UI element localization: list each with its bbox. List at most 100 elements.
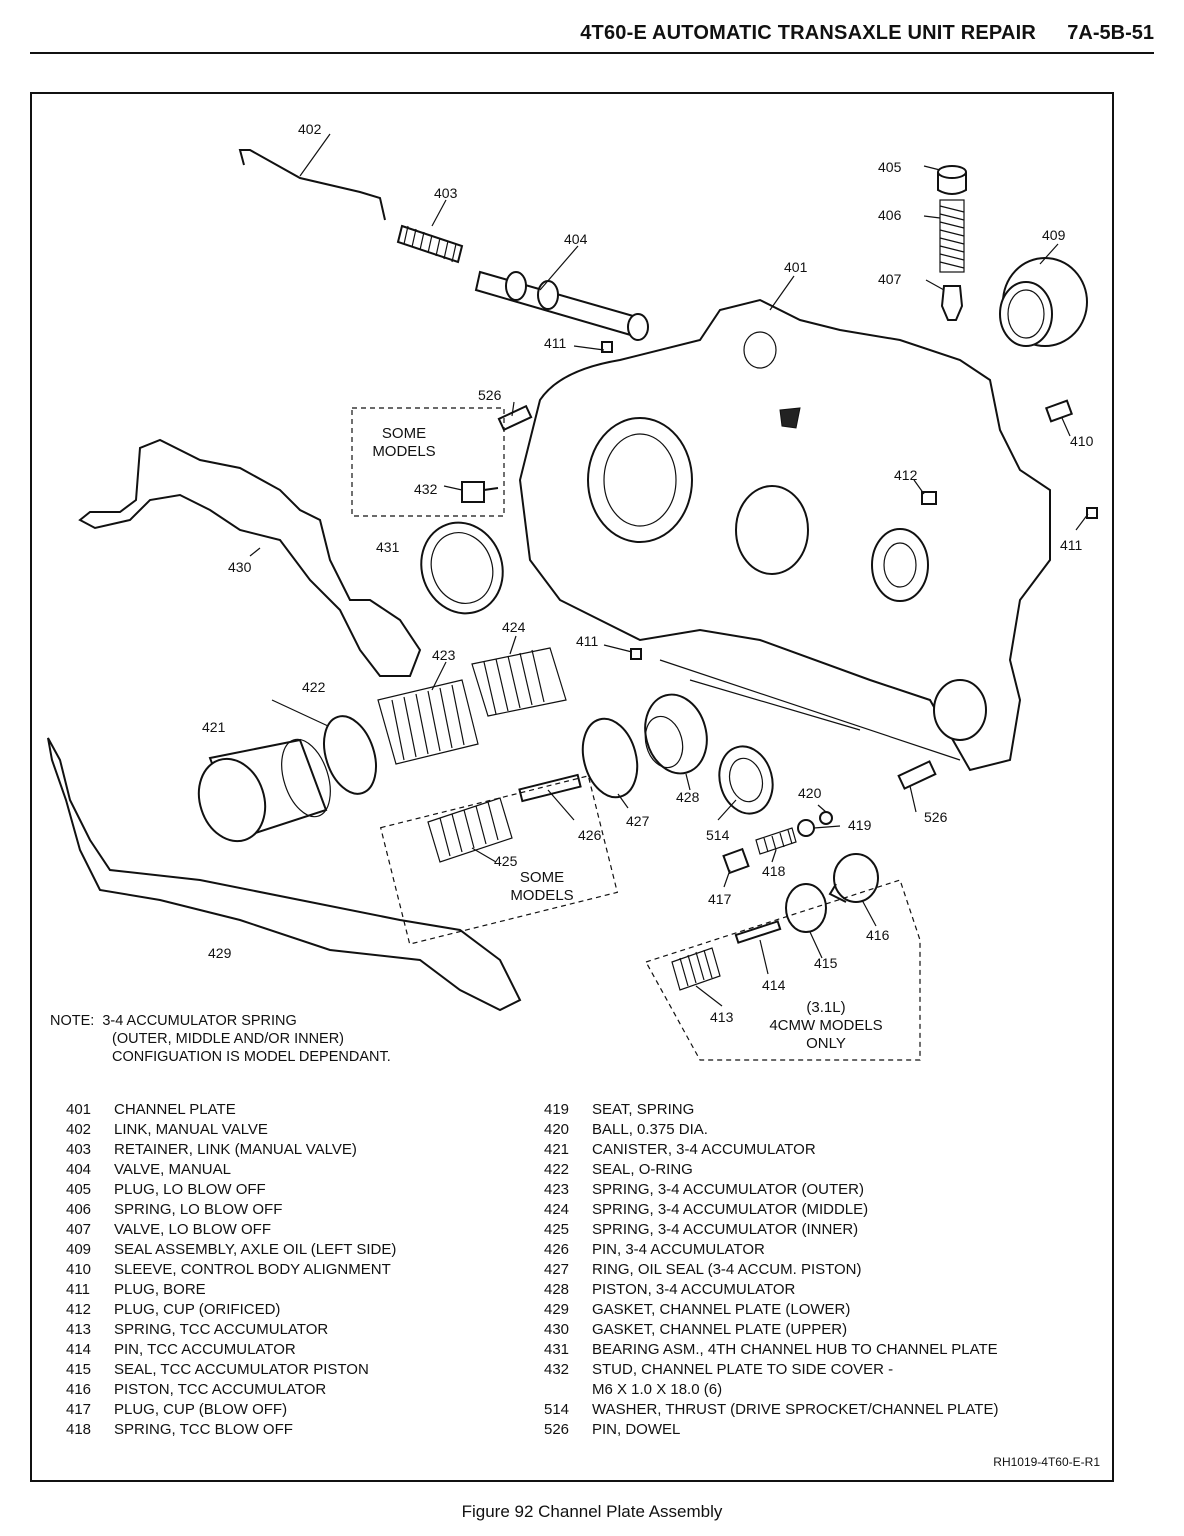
callout-420: 420 [798,785,822,801]
figure-caption: Figure 92 Channel Plate Assembly [461,1502,723,1521]
legend-num: 424 [544,1201,570,1218]
part-404-manual-valve [474,270,649,341]
callout-402: 402 [298,121,322,137]
legend-desc: VALVE, MANUAL [114,1161,231,1178]
legend-desc: SEAT, SPRING [592,1101,695,1118]
legend-desc: GASKET, CHANNEL PLATE (UPPER) [592,1321,848,1338]
legend-num: 405 [66,1181,92,1198]
legend-desc: STUD, CHANNEL PLATE TO SIDE COVER - [592,1361,894,1378]
legend-desc: M6 X 1.0 X 18.0 (6) [592,1381,723,1398]
legend-desc: PIN, DOWEL [592,1421,681,1438]
part-514-thrust-washer [718,745,774,815]
legend-desc: VALVE, LO BLOW OFF [114,1221,271,1238]
legend-desc: PLUG, BORE [114,1281,206,1298]
callout-426: 426 [578,827,602,843]
legend-desc: SEAL, TCC ACCUMULATOR PISTON [114,1361,369,1378]
callout-429: 429 [208,945,232,961]
legend-num: 421 [544,1141,570,1158]
legend-row: 405 PLUG, LO BLOW OFF [66,1180,526,1200]
legend-desc: BEARING ASM., 4TH CHANNEL HUB TO CHANNEL… [592,1341,998,1358]
legend-num: 514 [544,1401,570,1418]
legend-desc: PLUG, LO BLOW OFF [114,1181,266,1198]
legend-num: 425 [544,1221,570,1238]
legend-row: 417 PLUG, CUP (BLOW OFF) [66,1400,526,1420]
legend-row: 526 PIN, DOWEL [544,1420,1104,1440]
some-models-label-1-line2: MODELS [372,443,435,460]
legend-num: 427 [544,1261,570,1278]
some-models-label-2-line1: SOME [520,869,564,886]
legend-num: 417 [66,1401,92,1418]
legend-num: 432 [544,1361,570,1378]
legend-num: 416 [66,1381,92,1398]
part-411-plug-middle [630,648,642,660]
callout-410: 410 [1070,433,1094,449]
callout-430: 430 [228,559,252,575]
part-416-piston [828,853,879,903]
callout-423: 423 [432,647,456,663]
figure-frame [30,92,1114,1482]
legend-num: 409 [66,1241,92,1258]
callout-418: 418 [762,863,786,879]
callout-403: 403 [434,185,458,201]
models-bracket-box [645,879,921,1061]
part-420-ball [819,811,833,825]
callout-428: 428 [676,789,700,805]
legend-num: 430 [544,1321,570,1338]
callout-404: 404 [564,231,588,247]
some-models-box-1 [351,407,505,517]
some-models-box-2 [379,775,619,945]
legend-num: 413 [66,1321,92,1338]
part-430-upper-gasket [78,438,422,677]
some-models-label-1-line1: SOME [382,425,426,442]
leader-lines [249,133,1089,1007]
part-419-spring-seat [797,819,815,837]
callout-417: 417 [708,891,732,907]
legend-num: 526 [544,1421,570,1438]
callout-425: 425 [494,853,518,869]
legend-num: 403 [66,1141,92,1158]
legend-num: 410 [66,1261,92,1278]
legend-desc: CHANNEL PLATE [114,1101,236,1118]
legend-desc: PLUG, CUP (BLOW OFF) [114,1401,288,1418]
note-line-2: (OUTER, MIDDLE AND/OR INNER) [112,1031,345,1047]
legend-num: 414 [66,1341,92,1358]
callout-411-top: 411 [544,335,567,351]
page-title: 4T60-E AUTOMATIC TRANSAXLE UNIT REPAIR [580,22,1036,44]
legend-desc: GASKET, CHANNEL PLATE (LOWER) [592,1301,851,1318]
callout-419: 419 [848,817,872,833]
legend-desc: SEAL, O-RING [592,1161,693,1178]
legend-row: 430 GASKET, CHANNEL PLATE (UPPER) [544,1320,1104,1340]
legend-desc: RING, OIL SEAL (3-4 ACCUM. PISTON) [592,1261,862,1278]
callout-405: 405 [878,159,902,175]
legend-row: 427 RING, OIL SEAL (3-4 ACCUM. PISTON) [544,1260,1104,1280]
part-406-spring [939,199,965,273]
legend-num [544,1380,592,1400]
part-411-plug-right [1086,507,1098,519]
part-427-oil-seal-ring [581,717,639,799]
callout-424: 424 [502,619,526,635]
part-410-sleeve [1044,399,1074,423]
part-432-stud [461,481,499,503]
part-526-dowel-lower [897,760,937,790]
legend-num: 401 [66,1101,92,1118]
legend-desc: SPRING, LO BLOW OFF [114,1201,283,1218]
callout-401: 401 [784,259,808,275]
part-415-seal [785,883,827,933]
part-422-o-ring [323,715,377,795]
legend-desc: PLUG, CUP (ORIFICED) [114,1301,281,1318]
legend-num: 422 [544,1161,570,1178]
part-405-plug [937,165,967,195]
callout-412: 412 [894,467,918,483]
callout-406: 406 [878,207,902,223]
